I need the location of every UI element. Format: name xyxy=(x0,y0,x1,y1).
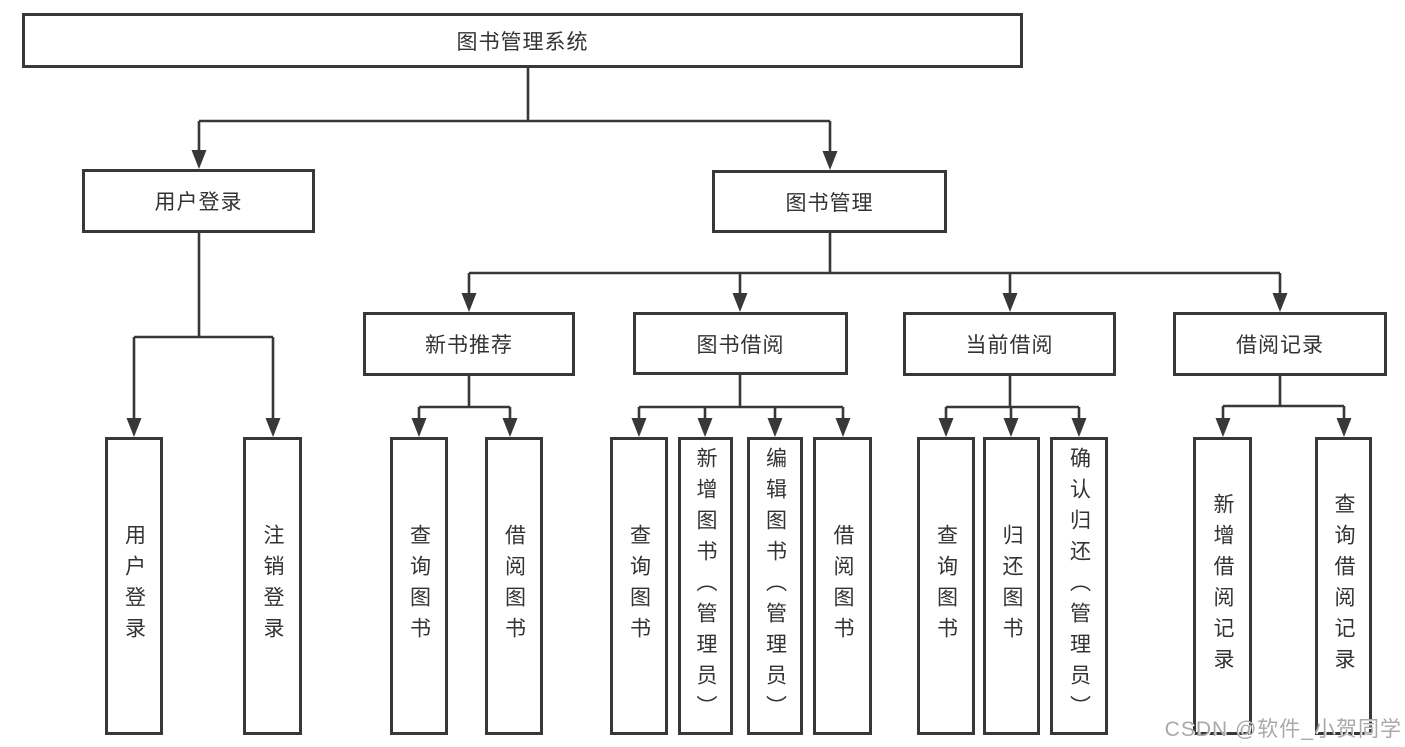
leaf-label: 编辑图书（管理员） xyxy=(763,446,787,726)
leaf-add-borrow-record: 新增借阅记录 xyxy=(1193,437,1252,735)
node-current-borrowing: 当前借阅 xyxy=(903,312,1116,376)
leaf-edit-book-admin: 编辑图书（管理员） xyxy=(747,437,803,735)
leaf-query-borrow-record: 查询借阅记录 xyxy=(1315,437,1372,735)
leaf-logout: 注销登录 xyxy=(243,437,302,735)
leaf-borrow-books-borrowing: 借阅图书 xyxy=(813,437,872,735)
leaf-label: 查询图书 xyxy=(934,524,958,648)
leaf-label: 用户登录 xyxy=(122,524,146,648)
leaf-label: 确认归还（管理员） xyxy=(1067,446,1091,726)
leaf-user-login: 用户登录 xyxy=(105,437,163,735)
node-user-login: 用户登录 xyxy=(82,169,315,233)
leaf-borrow-books-recommend: 借阅图书 xyxy=(485,437,543,735)
node-book-borrowing: 图书借阅 xyxy=(633,312,848,375)
leaf-query-books-recommend: 查询图书 xyxy=(390,437,448,735)
watermark-csdn: CSDN @软件_小贺同学 xyxy=(1164,718,1402,741)
leaf-label: 新增借阅记录 xyxy=(1211,493,1234,679)
leaf-label: 新增图书（管理员） xyxy=(694,446,717,726)
node-library-management-system: 图书管理系统 xyxy=(22,13,1023,68)
leaf-label: 查询图书 xyxy=(627,524,651,648)
node-new-book-recommendation: 新书推荐 xyxy=(363,312,575,376)
leaf-label: 查询图书 xyxy=(407,524,431,648)
leaf-label: 注销登录 xyxy=(261,524,284,648)
leaf-query-books-current: 查询图书 xyxy=(917,437,975,735)
leaf-label: 借阅图书 xyxy=(831,524,854,648)
leaf-return-books: 归还图书 xyxy=(983,437,1040,735)
leaf-confirm-return-admin: 确认归还（管理员） xyxy=(1050,437,1108,735)
leaf-query-books-borrowing: 查询图书 xyxy=(610,437,668,735)
leaf-label: 查询借阅记录 xyxy=(1332,493,1355,679)
node-borrowing-records: 借阅记录 xyxy=(1173,312,1387,376)
node-book-management: 图书管理 xyxy=(712,170,947,233)
leaf-add-book-admin: 新增图书（管理员） xyxy=(678,437,733,735)
leaf-label: 借阅图书 xyxy=(502,524,526,648)
leaf-label: 归还图书 xyxy=(1000,524,1023,648)
